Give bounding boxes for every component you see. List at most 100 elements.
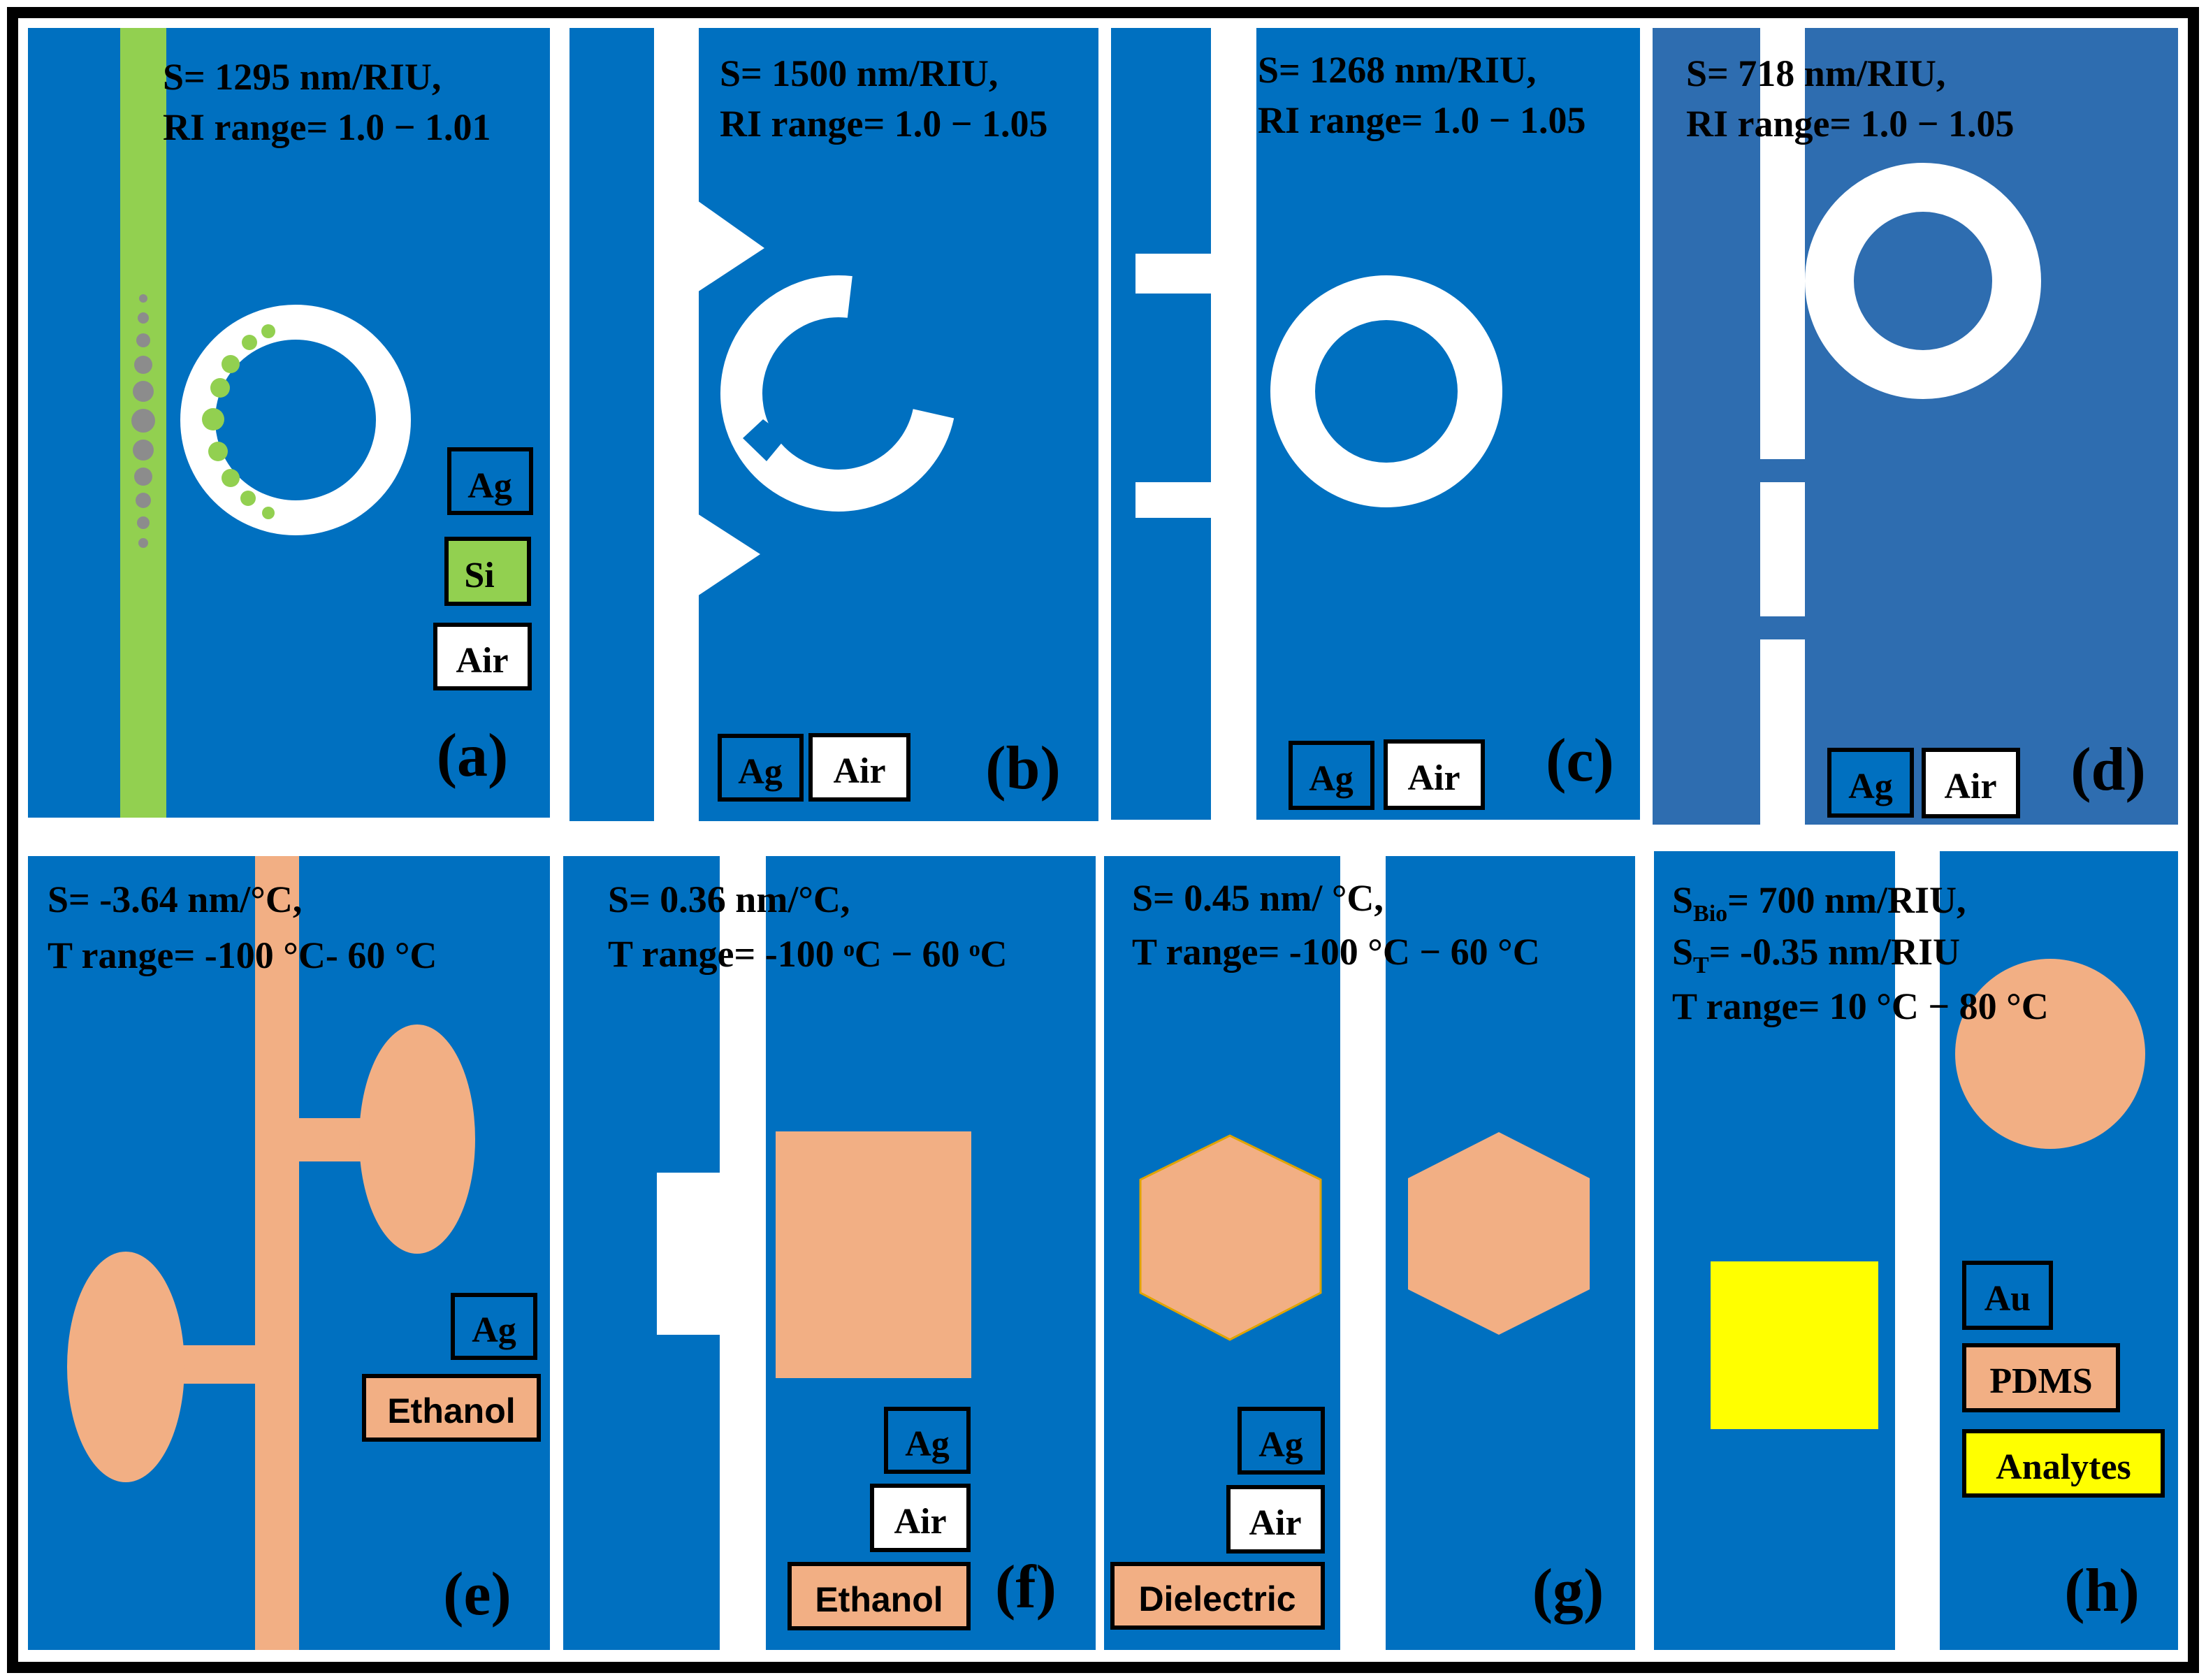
ethanol-swatch: [362, 1374, 541, 1442]
panel-c-info-line1: S= 1268 nm/RIU,: [1258, 49, 1536, 91]
panel-h-label: (h): [2064, 1557, 2140, 1625]
ag-swatch: [451, 1293, 537, 1360]
legend-label: Ag: [738, 752, 783, 792]
legend-label: Dielectric: [1138, 1579, 1296, 1619]
air-swatch: [1384, 739, 1485, 810]
legend-label: Ag: [905, 1424, 950, 1464]
dielectric-hexagon-left: [1139, 1134, 1322, 1341]
si-nanoparticles: [202, 324, 275, 519]
panel-g-info-line2: T range= -100 °C − 60 °C: [1132, 931, 1540, 973]
panel-g-info-line1: S= 0.45 nm/ °C,: [1132, 877, 1384, 919]
panel-b-legend: Ag Air: [718, 733, 910, 802]
legend-label: Air: [1249, 1503, 1301, 1543]
panel-g-legend: Ag Air Dielectric: [1110, 1407, 1325, 1630]
legend-label: PDMS: [1989, 1361, 2092, 1401]
air-channel-segment: [1760, 639, 1805, 825]
analytes-swatch: [1962, 1429, 2165, 1498]
ethanol-ellipse-lower: [67, 1252, 184, 1482]
panel-c-background: [1111, 28, 1640, 820]
panel-c: S= 1268 nm/RIU, RI range= 1.0 − 1.05 Ag …: [1111, 28, 1640, 820]
legend-label: Air: [456, 641, 508, 681]
ethanol-branch-lower: [176, 1345, 255, 1384]
dielectric-hexagon-right: [1408, 1132, 1590, 1335]
panel-h-info-line3: T range= 10 °C − 80 °C: [1672, 985, 2049, 1027]
legend-label: Si: [464, 556, 494, 595]
legend-label: Ag: [1848, 767, 1893, 806]
ag-swatch: [447, 447, 533, 515]
legend-label: Ag: [472, 1310, 516, 1350]
pdms-swatch: [1962, 1343, 2120, 1412]
pdms-circle: [1955, 959, 2145, 1149]
ag-swatch: [1827, 748, 1914, 818]
air-channel-segment: [1760, 482, 1805, 616]
panel-a: S= 1295 nm/RIU, RI range= 1.0 − 1.01 Ag …: [28, 28, 550, 818]
legend-label: Air: [1407, 758, 1460, 798]
legend-label: Ag: [1309, 759, 1354, 799]
panel-c-legend: Ag Air: [1289, 739, 1485, 810]
ethanol-branch-upper: [299, 1118, 369, 1161]
panel-a-info-line2: RI range= 1.0 − 1.01: [163, 106, 491, 148]
panel-f-legend: Ag Air Ethanol: [788, 1407, 971, 1630]
ag-block: [657, 1173, 720, 1335]
air-swatch: [870, 1484, 971, 1552]
au-channel: [1895, 851, 1940, 1650]
analyte-square: [1711, 1261, 1878, 1429]
ag-stub-upper: [1135, 254, 1211, 294]
panel-f-info-line2: T range= -100 ᵒC − 60 ᵒC: [608, 933, 1007, 975]
ag-swatch: [1238, 1407, 1325, 1475]
air-swatch: [808, 733, 910, 802]
ring-gap-notch: [743, 419, 787, 461]
si-swatch: [444, 537, 531, 606]
panel-b-info-line1: S= 1500 nm/RIU,: [720, 52, 998, 94]
panel-g-label: (g): [1532, 1557, 1604, 1625]
panel-f-info-line1: S= 0.36 nm/°C,: [608, 878, 850, 920]
panel-h: SBio= 700 nm/RIU, ST= -0.35 nm/RIU T ran…: [1654, 851, 2178, 1650]
panel-a-label: (a): [437, 722, 509, 790]
panel-e-label: (e): [443, 1560, 511, 1628]
panel-c-label: (c): [1546, 727, 1614, 795]
air-channel: [654, 28, 699, 821]
panel-d-info-line1: S= 718 nm/RIU,: [1686, 52, 1945, 94]
panel-a-info-line1: S= 1295 nm/RIU,: [163, 56, 441, 98]
panel-h-info-line1: SBio= 700 nm/RIU,: [1672, 879, 1966, 927]
particle-column: [131, 294, 155, 548]
ag-ring: [1805, 163, 2041, 399]
panel-e-info-line2: T range= -100 °C- 60 °C: [48, 934, 437, 976]
panel-d: S= 718 nm/RIU, RI range= 1.0 − 1.05 Ag A…: [1653, 28, 2178, 825]
panel-f: S= 0.36 nm/°C, T range= -100 ᵒC − 60 ᵒC …: [563, 856, 1096, 1650]
legend-label: Ag: [1258, 1425, 1303, 1465]
air-channel-segment: [1760, 28, 1805, 459]
ag-ring: [180, 305, 411, 535]
legend-label: Ethanol: [387, 1391, 515, 1431]
ag-swatch: [718, 734, 804, 802]
legend-label: Analytes: [1996, 1447, 2131, 1487]
panel-h-legend: Au PDMS Analytes: [1962, 1261, 2165, 1498]
panel-f-label: (f): [995, 1554, 1057, 1621]
au-swatch: [1962, 1261, 2053, 1330]
panel-d-info-line2: RI range= 1.0 − 1.05: [1686, 103, 2015, 145]
ag-channel: [1340, 856, 1386, 1650]
panel-e: S= -3.64 nm/°C, T range= -100 °C- 60 °C …: [28, 856, 550, 1650]
ag-swatch: [884, 1407, 971, 1474]
panel-a-legend: Ag Si Air: [433, 447, 533, 690]
legend-label: Au: [1984, 1279, 2031, 1319]
legend-label: Air: [1944, 767, 1996, 806]
air-swatch: [1922, 748, 2020, 818]
air-swatch: [433, 623, 532, 690]
ag-triangle-notch: [697, 514, 760, 596]
ag-split-ring: [720, 275, 957, 512]
panel-e-legend: Ag Ethanol: [362, 1293, 541, 1442]
ethanol-channel: [255, 856, 299, 1650]
panel-d-legend: Ag Air: [1827, 748, 2020, 818]
panel-b-background: [569, 28, 1098, 821]
dielectric-swatch: [1110, 1562, 1325, 1630]
panel-d-background: [1653, 28, 2178, 825]
air-swatch: [1226, 1485, 1325, 1554]
legend-label: Ethanol: [815, 1580, 943, 1619]
panel-b-label: (b): [985, 734, 1061, 802]
panel-d-label: (d): [2070, 736, 2146, 804]
air-channel: [1211, 28, 1256, 820]
legend-label: Air: [894, 1502, 946, 1542]
ethanol-ellipse-upper: [359, 1024, 475, 1254]
